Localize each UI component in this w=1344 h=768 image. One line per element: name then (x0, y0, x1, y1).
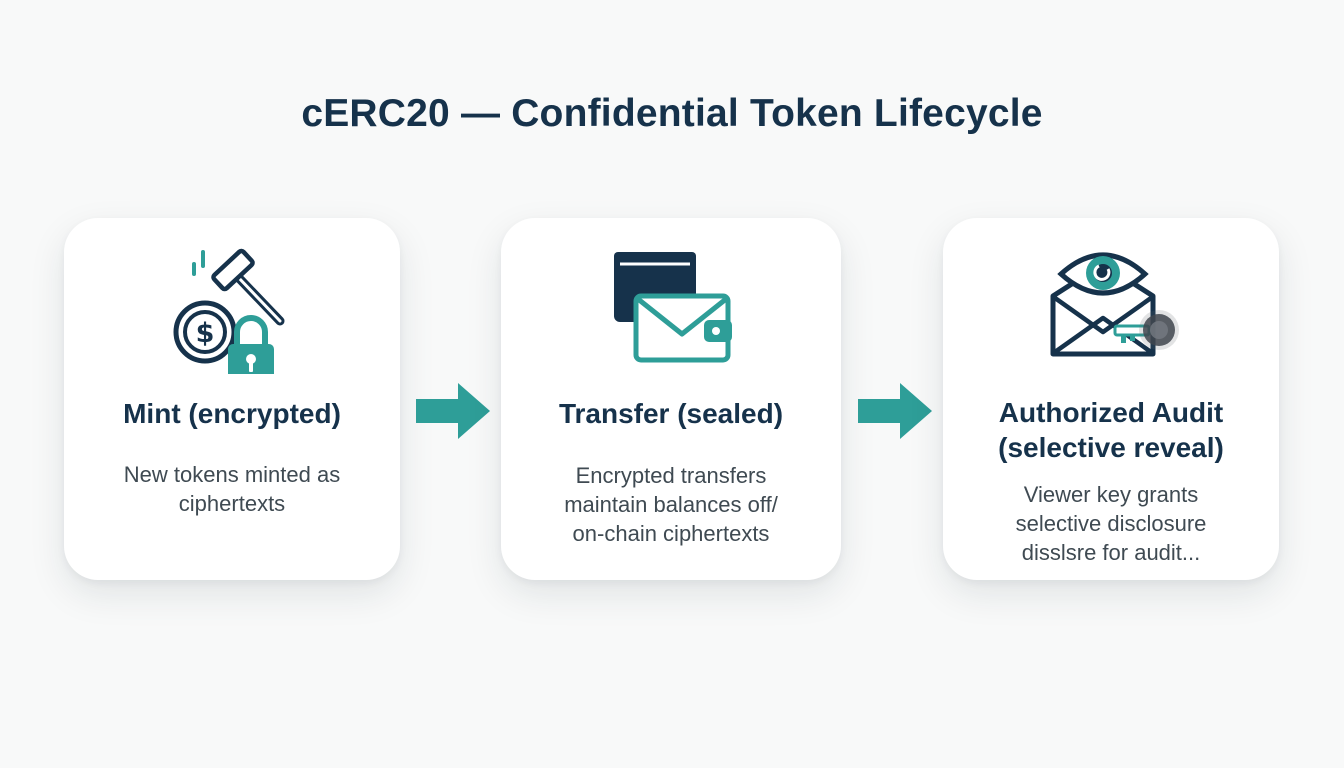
step-description: Viewer key grants selective disclosure d… (1015, 482, 1207, 565)
step-card-audit: Authorized Audit (selective reveal) View… (943, 218, 1279, 580)
step-description: Encrypted transfers maintain balances of… (564, 463, 778, 546)
eye-envelope-key-icon (1050, 252, 1179, 357)
arrow-right-icon (858, 383, 932, 439)
diagram-title: cERC20 — Confidential Token Lifecycle (301, 92, 1043, 135)
mint-coin-lock-icon: $ (173, 248, 285, 374)
wallet-envelope-icon (614, 252, 732, 363)
svg-text:$: $ (196, 318, 215, 349)
step-title: Transfer (sealed) (558, 398, 784, 429)
step-card-mint: $ Mint (encrypted) New tokens minted as … (64, 218, 400, 580)
step-title: Mint (encrypted) (123, 398, 341, 429)
step-card-transfer: Transfer (sealed) Encrypted transfers ma… (501, 218, 841, 580)
step-description: New tokens minted as ciphertexts (123, 462, 341, 516)
step-title: Authorized Audit (selective reveal) (998, 397, 1224, 463)
arrow-right-icon (416, 383, 490, 439)
